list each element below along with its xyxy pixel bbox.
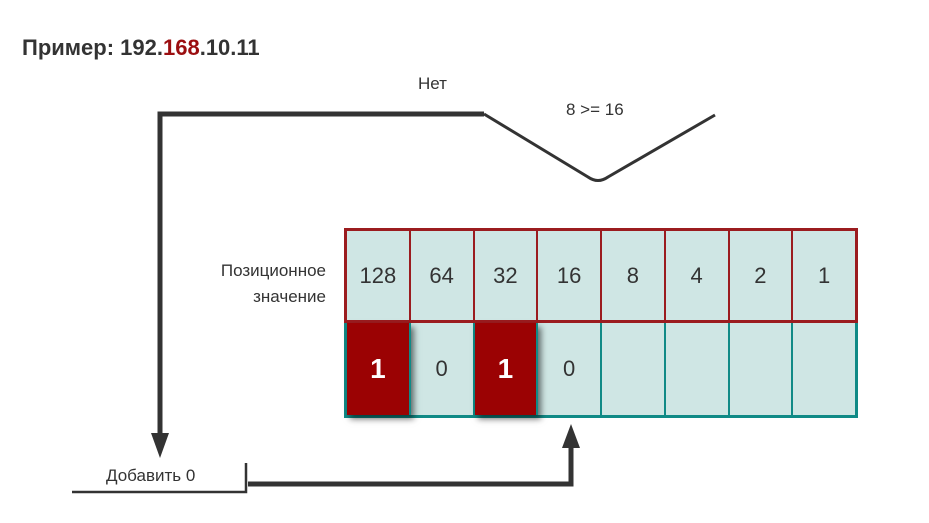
bit-cell: 0 — [538, 323, 602, 415]
bit-cell: 0 — [411, 323, 475, 415]
positional-value-cell: 64 — [411, 231, 475, 320]
positional-label-line1: Позиционное — [220, 261, 326, 280]
decision-chevron — [483, 112, 716, 182]
no-branch-line — [157, 111, 484, 440]
bit-cell — [730, 323, 794, 415]
positional-values-row: 128 64 32 16 8 4 2 1 — [344, 228, 858, 323]
positional-value-cell: 16 — [538, 231, 602, 320]
title-prefix: Пример: 192. — [22, 35, 163, 60]
bit-cell — [666, 323, 730, 415]
positional-value-cell: 128 — [347, 231, 411, 320]
action-box-outline — [72, 463, 248, 494]
positional-value-cell: 4 — [666, 231, 730, 320]
title-suffix: .10.11 — [199, 35, 260, 60]
down-arrow-head — [151, 433, 169, 458]
positional-value-cell: 1 — [818, 262, 831, 288]
bit-cell — [602, 323, 666, 415]
positional-label-line2: значение — [253, 287, 326, 306]
positional-value-cell: 2 — [730, 231, 794, 320]
page-title: Пример: 192.168.10.11 — [22, 35, 260, 61]
positional-value-label: Позиционное значение — [190, 258, 326, 310]
bits-row: 1 0 1 0 — [344, 323, 858, 418]
action-label: Добавить 0 — [106, 466, 196, 485]
no-label: Нет — [418, 74, 447, 93]
positional-value-cell: 32 — [475, 231, 539, 320]
bit-cell — [793, 323, 855, 415]
return-line — [248, 442, 574, 487]
condition-label: 8 >= 16 — [566, 100, 624, 119]
up-arrow-head — [562, 424, 580, 448]
positional-value-cell: 8 — [602, 231, 666, 320]
bit-cell: 1 — [474, 323, 539, 415]
bit-cell: 1 — [347, 323, 411, 415]
title-highlight-octet: 168 — [162, 35, 200, 60]
